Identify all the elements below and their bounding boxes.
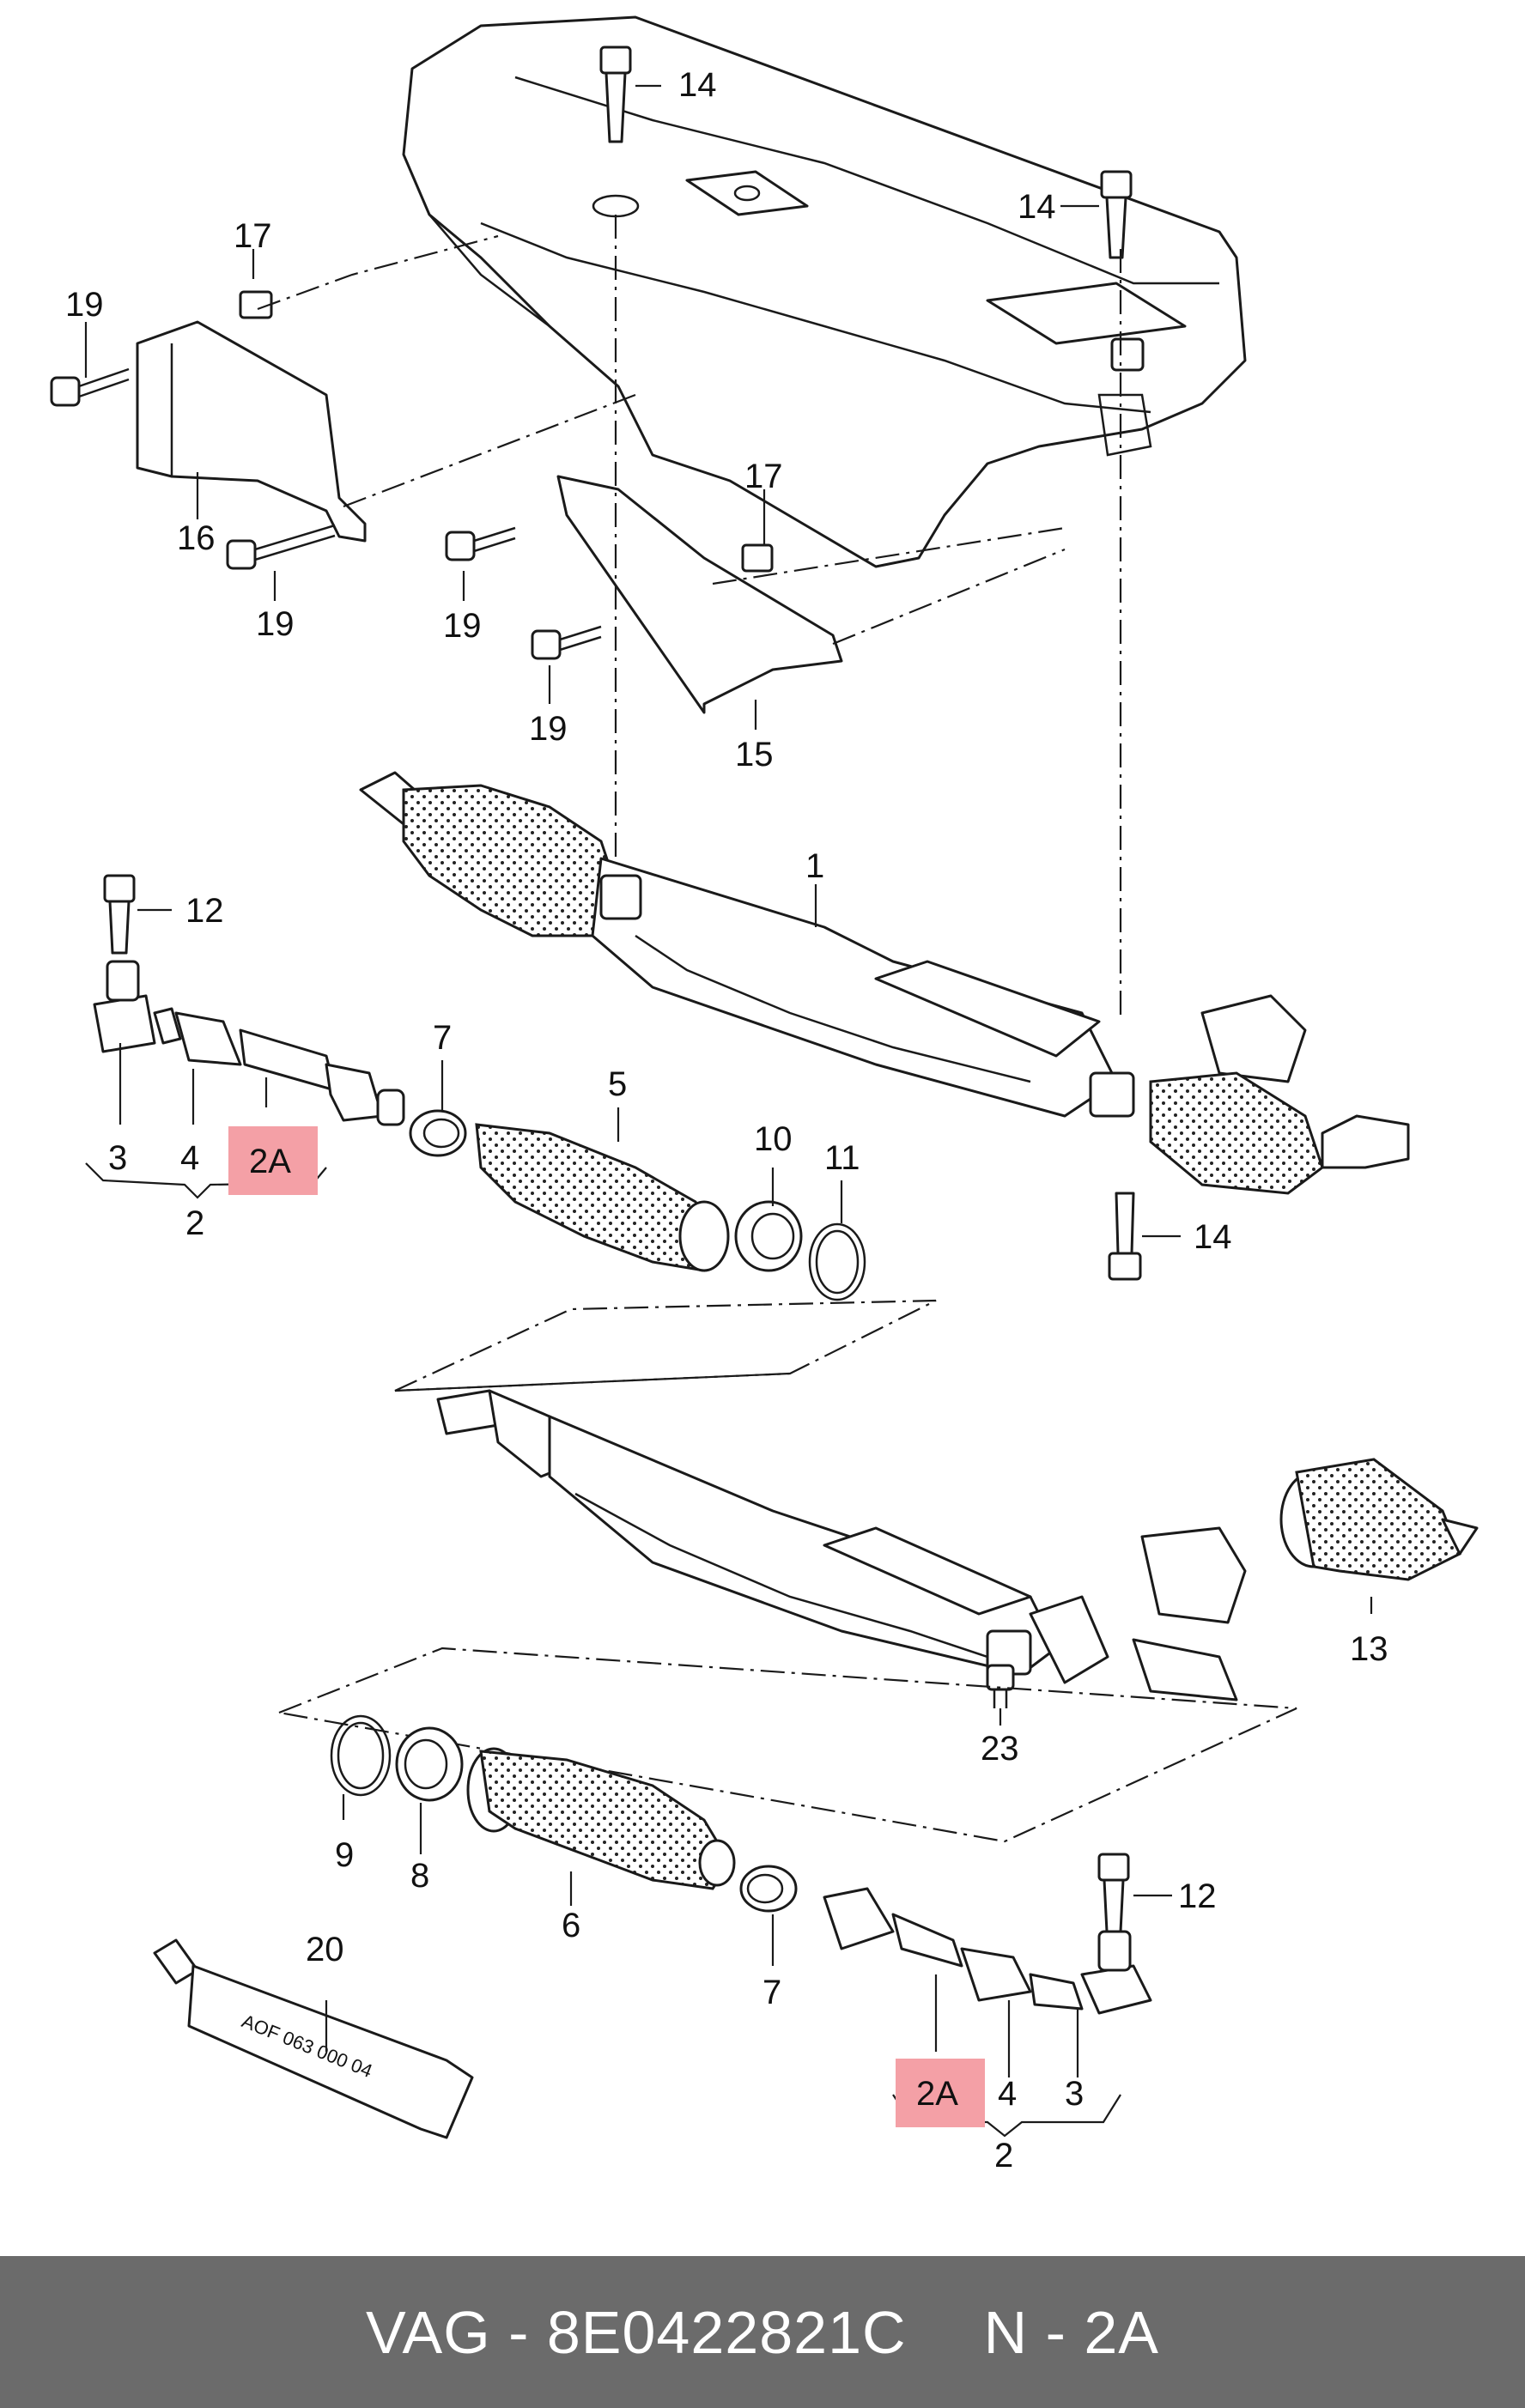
callout-9: 9 bbox=[335, 1836, 354, 1874]
callout-14-lower: 14 bbox=[1194, 1218, 1232, 1256]
bolt-23 bbox=[986, 1664, 1015, 1708]
tie-rod-2-right bbox=[823, 1887, 1152, 2015]
callout-23: 23 bbox=[981, 1730, 1019, 1768]
ring-11 bbox=[808, 1222, 866, 1301]
steering-rack-1 bbox=[359, 771, 1410, 1195]
clamp-7-top bbox=[409, 1109, 467, 1157]
callout-5: 5 bbox=[608, 1065, 627, 1103]
highlight-2a-top bbox=[228, 1126, 318, 1195]
callout-12-left: 12 bbox=[185, 892, 224, 930]
callout-19-a: 19 bbox=[65, 286, 104, 324]
callout-19-d: 19 bbox=[529, 710, 568, 748]
callout-14-top: 14 bbox=[678, 66, 717, 104]
callout-7-bottom: 7 bbox=[762, 1974, 781, 2011]
callout-19-c: 19 bbox=[443, 607, 482, 645]
tie-rod-2-left bbox=[93, 960, 405, 1126]
callout-3-top: 3 bbox=[108, 1139, 127, 1177]
bolt-19-d bbox=[531, 625, 602, 660]
boot-5 bbox=[475, 1123, 730, 1272]
subframe bbox=[402, 15, 1247, 568]
callout-12-right: 12 bbox=[1178, 1877, 1217, 1915]
bolt-19-c bbox=[445, 526, 516, 561]
highlight-2a-bottom bbox=[896, 2059, 985, 2127]
callout-11: 11 bbox=[824, 1139, 860, 1177]
footer-position-code: N - 2A bbox=[983, 2298, 1159, 2366]
callout-2a-top: 2A bbox=[249, 1143, 291, 1180]
grease-tube-20: AOF 063 000 04 bbox=[153, 1938, 474, 2139]
bolt-14-right bbox=[1100, 170, 1133, 259]
callout-6: 6 bbox=[562, 1907, 580, 1944]
bracket-15 bbox=[556, 475, 843, 714]
callout-16: 16 bbox=[177, 519, 216, 557]
leader-lines bbox=[84, 84, 1373, 2138]
part-number-footer: VAG - 8E0422821C N - 2A bbox=[0, 2256, 1525, 2408]
bracket-16 bbox=[136, 290, 367, 543]
callout-2-top: 2 bbox=[185, 1204, 204, 1242]
callout-2a-bottom: 2A bbox=[916, 2075, 958, 2113]
ring-9 bbox=[330, 1714, 392, 1797]
bolt-12-left bbox=[103, 874, 136, 955]
boot-13 bbox=[1279, 1458, 1479, 1581]
callout-4-bottom: 4 bbox=[998, 2075, 1017, 2113]
clamp-10 bbox=[734, 1200, 803, 1272]
callout-3-bottom: 3 bbox=[1065, 2075, 1084, 2113]
callout-14-right: 14 bbox=[1018, 188, 1056, 226]
exploded-parts-diagram: AOF 063 000 04 bbox=[50, 15, 1479, 2174]
callout-labels: 14 14 14 17 17 19 19 19 19 16 15 1 12 7 … bbox=[65, 66, 1388, 2174]
clamp-8 bbox=[395, 1726, 464, 1802]
callout-15: 15 bbox=[735, 736, 774, 773]
callout-19-b: 19 bbox=[256, 605, 295, 643]
footer-brand-part-number: VAG - 8E0422821C bbox=[366, 2298, 907, 2366]
callout-10: 10 bbox=[754, 1120, 793, 1158]
bolt-12-right bbox=[1097, 1853, 1130, 1933]
callout-1: 1 bbox=[805, 847, 824, 885]
callout-8: 8 bbox=[410, 1857, 429, 1895]
bolt-14-lower bbox=[1108, 1192, 1142, 1281]
callout-13: 13 bbox=[1350, 1630, 1388, 1668]
callout-20: 20 bbox=[306, 1931, 344, 1968]
callout-4-top: 4 bbox=[180, 1139, 199, 1177]
callout-7-top: 7 bbox=[433, 1019, 452, 1057]
bolt-19-b bbox=[226, 524, 336, 570]
callout-2-bottom: 2 bbox=[994, 2137, 1013, 2174]
boot-6 bbox=[466, 1747, 736, 1890]
clamp-7-bottom bbox=[739, 1865, 798, 1913]
callout-17-right: 17 bbox=[744, 458, 783, 495]
callout-17-left: 17 bbox=[234, 217, 272, 255]
steering-rack-lower bbox=[436, 1389, 1247, 1701]
bolt-19-a bbox=[50, 367, 130, 407]
bolt-14-top bbox=[592, 45, 640, 218]
